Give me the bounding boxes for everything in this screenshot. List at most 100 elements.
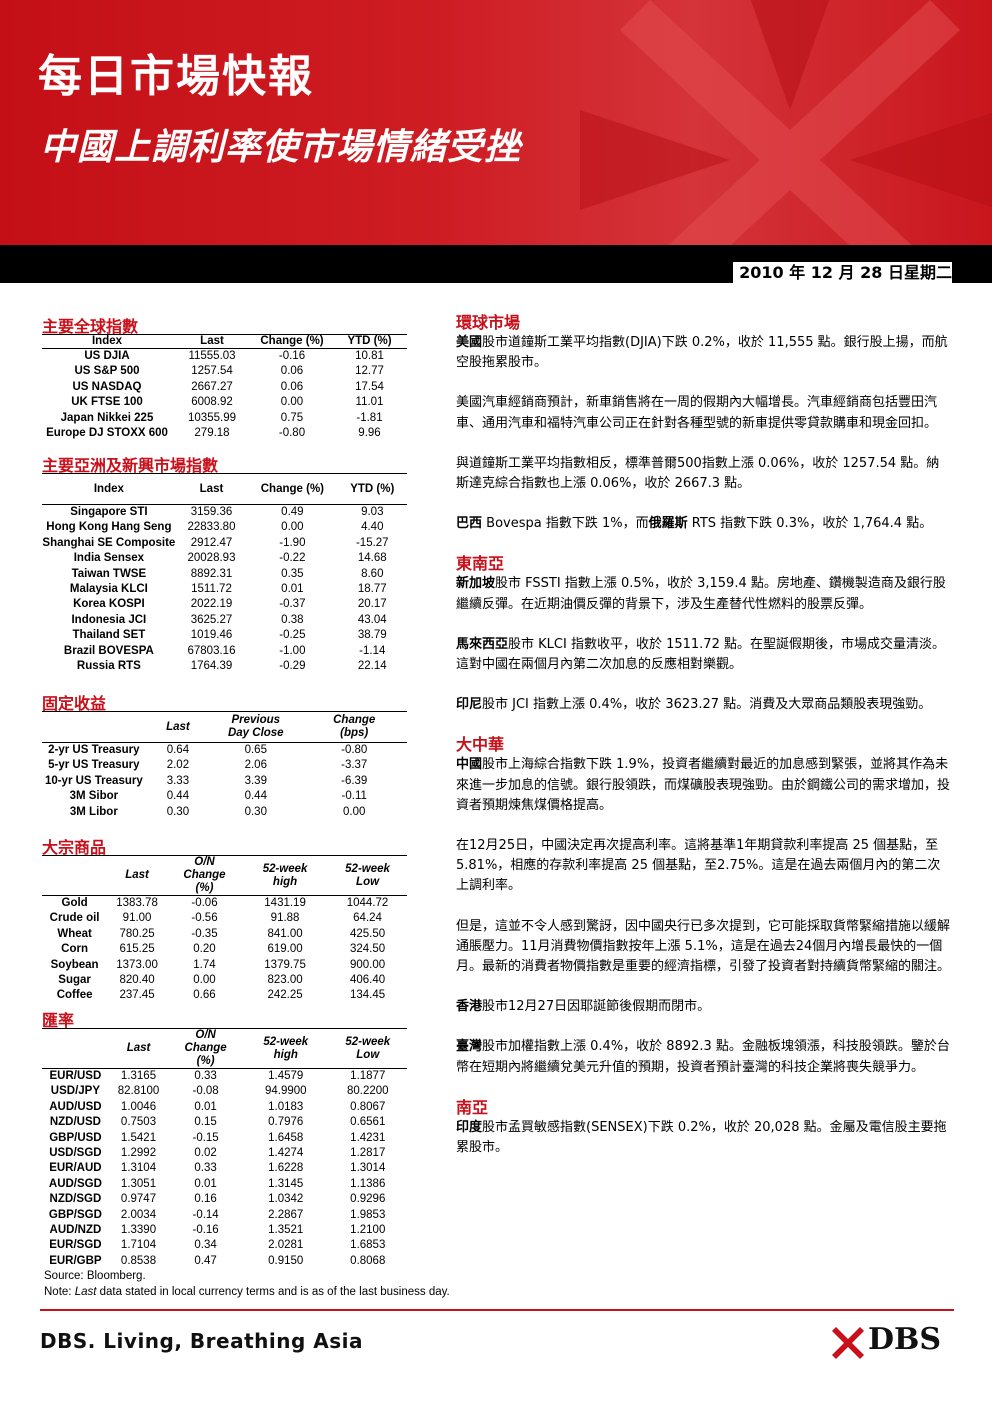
row-label: Shanghai SE Composite <box>42 536 176 549</box>
commentary-paragraph: 美國汽車經銷商預計，新車銷售將在一周的假期內大幅增長。汽車經銷商包括豐田汽車、通… <box>456 393 952 433</box>
row-label: 10-yr US Treasury <box>44 774 143 787</box>
table-cell: 900.00 <box>349 958 386 971</box>
row-label: Russia RTS <box>76 660 141 673</box>
table-cell: -15.27 <box>355 536 389 549</box>
col-header: 52-week Low <box>328 856 407 896</box>
table-cell: 4.40 <box>361 521 384 534</box>
table-cell: 3159.36 <box>190 506 233 518</box>
table-cell: 82.8100 <box>117 1085 160 1098</box>
table-cell: 0.30 <box>244 805 267 818</box>
table-cell: -0.56 <box>191 912 218 925</box>
col-header: 52-week Low <box>328 1029 407 1069</box>
table-cell: 1.3051 <box>120 1177 157 1190</box>
col-header: Change (%) <box>252 335 332 349</box>
table-cell: 0.16 <box>194 1193 217 1206</box>
table-cell: 14.68 <box>357 552 387 565</box>
table-cell: 1.2992 <box>120 1147 157 1160</box>
row-label: Japan Nikkei 225 <box>60 411 154 424</box>
table-cell: 1.0342 <box>268 1193 304 1206</box>
dbs-logo-text: DBS <box>868 1322 942 1357</box>
section-title: 固定收益 <box>42 690 407 713</box>
table-cell: 1.4579 <box>268 1070 304 1082</box>
row-label: EUR/USD <box>49 1070 102 1082</box>
row-label: Wheat <box>57 927 92 940</box>
table-cell: 0.44 <box>244 790 267 803</box>
row-label: US S&P 500 <box>74 365 140 378</box>
col-header: Index <box>42 474 176 505</box>
col-header: Last <box>172 335 252 349</box>
header-banner: 每日市場快報 中國上調利率使市場情緒受挫 <box>0 0 992 245</box>
row-label: Gold <box>61 897 88 909</box>
table-cell: 0.9296 <box>350 1193 386 1206</box>
paragraph-text: 股市加權指數上漲 0.4%，收於 8892.3 點。金融板塊領漲，科技股領跌。鑒… <box>456 1039 950 1075</box>
table-cell: 1383.78 <box>116 897 158 909</box>
note-prefix: Note: <box>44 1286 75 1298</box>
paragraph-text: 但是，這並不令人感到驚訝，因中國央行已多次提到，它可能採取貨幣緊縮措施以緩解通脹… <box>456 918 951 975</box>
market-name: 中國 <box>456 757 483 773</box>
paragraph-text: 美國汽車經銷商預計，新車銷售將在一周的假期內大幅增長。汽車經銷商包括豐田汽車、通… <box>456 395 938 431</box>
note-emphasis: Last <box>74 1286 97 1298</box>
table-cell: 0.20 <box>193 943 216 956</box>
table-cell: 8892.31 <box>190 567 233 580</box>
commentary-paragraph: 香港股市12月27日因耶誕節後假期而閉市。 <box>456 997 952 1017</box>
table-cell: 0.8068 <box>350 1254 386 1267</box>
table-cell: -0.08 <box>192 1085 219 1098</box>
row-label: EUR/AUD <box>49 1162 102 1175</box>
commentary-paragraph: 美國股市道鐘斯工業平均指數(DJIA)下跌 0.2%，收於 11,555 點。銀… <box>456 333 952 373</box>
table-cell: 91.00 <box>122 912 152 925</box>
table-cell: -0.25 <box>279 629 306 642</box>
table-cell: -0.16 <box>278 350 306 362</box>
table-cell: 1431.19 <box>264 897 306 909</box>
col-header: Last <box>145 712 211 743</box>
commentary-paragraph: 印尼股市 JCI 指數上漲 0.4%，收於 3623.27 點。消費及大眾商品類… <box>456 695 952 715</box>
market-name: 馬來西亞 <box>456 636 509 652</box>
table-cell: 94.9900 <box>264 1085 307 1098</box>
row-label: 2-yr US Treasury <box>48 744 140 756</box>
fx-section: 匯率 Last O/N Change (%) 52-week high 52-w… <box>42 1007 407 1269</box>
fixed-income-table: Last Previous Day Close Change (bps) 2-y… <box>42 712 407 820</box>
market-name: 美國 <box>456 335 483 350</box>
table-cell: 10.81 <box>355 350 384 362</box>
commentary-paragraph: 臺灣股市加權指數上漲 0.4%，收於 8892.3 點。金融板塊領漲，科技股領跌… <box>456 1037 952 1077</box>
table-cell: -1.14 <box>359 644 386 657</box>
table-cell: -0.37 <box>279 598 306 611</box>
section-title: 主要全球指數 <box>42 313 407 336</box>
col-header: Index <box>42 335 172 349</box>
table-cell: 20.17 <box>357 598 387 611</box>
row-label: AUD/USD <box>49 1100 102 1113</box>
source-note: Source: Bloomberg. <box>44 1270 146 1282</box>
table-cell: 0.33 <box>194 1070 217 1082</box>
row-label: Crude oil <box>49 912 100 925</box>
table-cell: 2.0281 <box>268 1239 304 1252</box>
row-label: Brazil BOVESPA <box>63 644 154 657</box>
table-cell: 9.03 <box>361 506 384 518</box>
table-cell: 1019.46 <box>190 629 233 642</box>
section-heading: 環球市場 <box>456 313 521 332</box>
market-name: 臺灣 <box>456 1039 483 1055</box>
table-cell: 1.3014 <box>350 1162 386 1175</box>
market-name: 印尼 <box>456 697 483 713</box>
table-cell: 841.00 <box>267 927 303 940</box>
table-cell: -3.37 <box>341 759 368 772</box>
asia-indices-table: Index Last Change (%) YTD (%) Singapore … <box>42 474 407 674</box>
table-cell: 22.14 <box>357 660 387 673</box>
col-header: 52-week high <box>242 1029 329 1069</box>
col-header: O/N Change (%) <box>166 856 243 896</box>
table-cell: 1.1386 <box>350 1177 386 1190</box>
row-label: NZD/USD <box>49 1116 101 1129</box>
